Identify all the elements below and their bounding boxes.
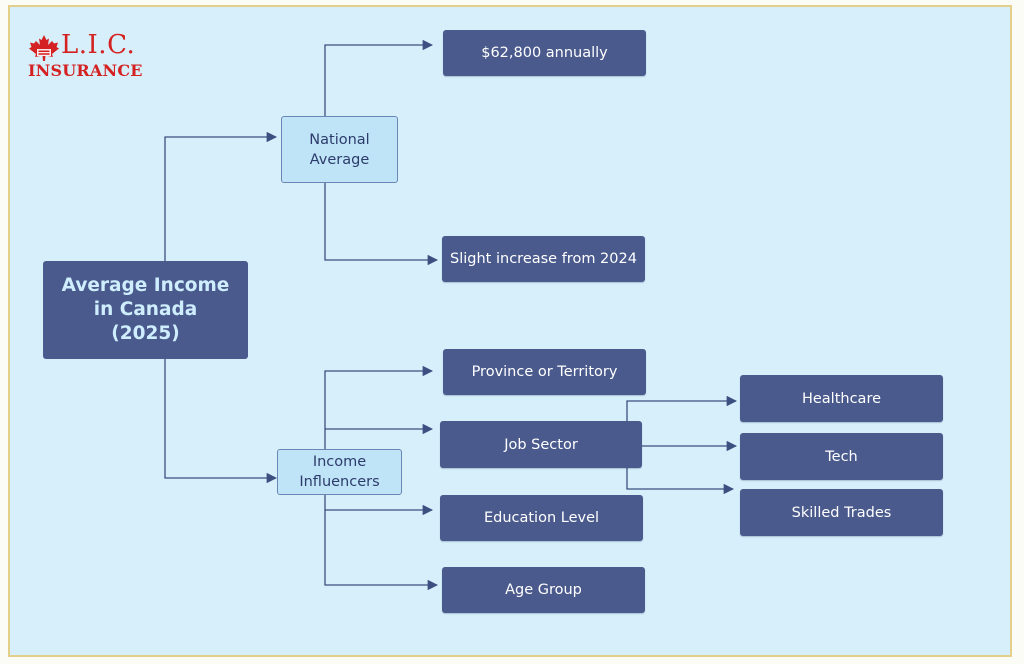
connector-influencers-education [324, 495, 434, 516]
root-node: Average Income in Canada (2025) [43, 261, 248, 359]
branch-income-influencers: Income Influencers [277, 449, 402, 495]
connector-influencers-age [324, 510, 439, 591]
connector-root-national [164, 131, 278, 261]
node-job-sector: Job Sector [440, 421, 642, 468]
connector-influencers-province [324, 365, 434, 449]
connector-national-annual [324, 39, 434, 116]
node-education-level: Education Level [440, 495, 643, 541]
node-increase-from-2024: Slight increase from 2024 [442, 236, 645, 282]
connector-national-increase [324, 183, 439, 266]
connector-jobsector-trades [626, 468, 735, 495]
logo-wordmark: L.I.C. [61, 30, 136, 60]
branch-national-average: National Average [281, 116, 398, 183]
node-tech: Tech [740, 433, 943, 480]
connector-jobsector-healthcare [626, 395, 738, 421]
connector-root-influencers [164, 359, 278, 484]
logo: L.I.C. INSURANCE [28, 30, 144, 84]
node-province-or-territory: Province or Territory [443, 349, 646, 395]
maple-leaf-icon [29, 35, 59, 61]
node-annual-average: $62,800 annually [443, 30, 646, 76]
node-age-group: Age Group [442, 567, 645, 613]
node-healthcare: Healthcare [740, 375, 943, 422]
node-skilled-trades: Skilled Trades [740, 489, 943, 536]
logo-subtitle: INSURANCE [28, 61, 143, 80]
